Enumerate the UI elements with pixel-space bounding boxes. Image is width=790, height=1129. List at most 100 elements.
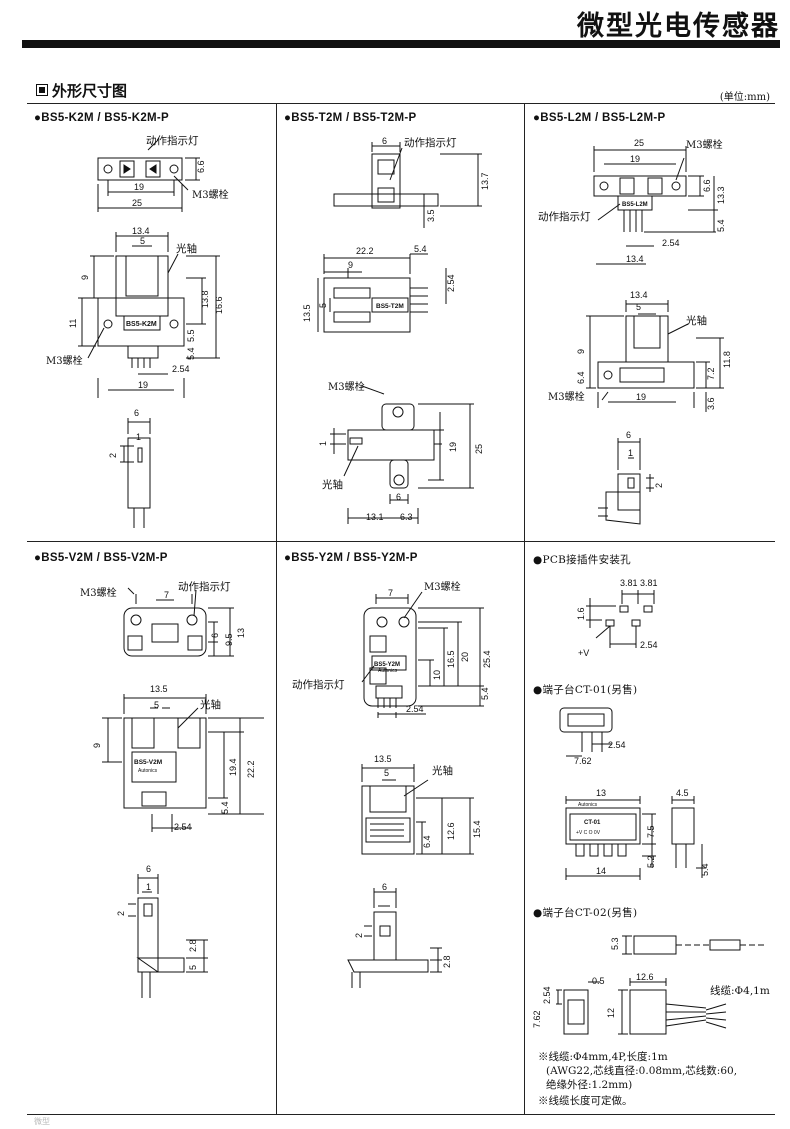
v2m-title: ●BS5-V2M / BS5-V2M-P	[34, 552, 168, 564]
cable-note-2: (AWG22,芯线直径:0.08mm,芯线数:60,	[546, 1065, 738, 1077]
v2m-dim: 5	[154, 700, 159, 710]
k2m-dim: 5.4	[186, 347, 196, 360]
v2m-dim: 19.4	[228, 758, 238, 776]
section-heading: 外形尺寸图	[36, 80, 127, 101]
y2m-dim: 15.4	[472, 820, 482, 838]
pcb-drawing: 3.81 3.81 1.6 2.54 +V	[576, 578, 658, 658]
t2m-dim: 5	[318, 303, 328, 308]
v2m-model-label: BS5-V2M	[134, 759, 162, 766]
ct01-dim: 7.62	[574, 756, 592, 766]
pcb-dim: 3.81	[620, 578, 638, 588]
v2m-drawing	[102, 587, 264, 998]
y2m-dim: 5	[384, 768, 389, 778]
t2m-axis-label: 光轴	[322, 478, 343, 491]
y2m-model-label: BS5-Y2M	[374, 662, 400, 668]
v2m-axis-label: 光轴	[200, 698, 221, 711]
t2m-dim: 13.5	[302, 304, 312, 322]
v2m-brand-label: Autonics	[138, 768, 158, 774]
k2m-m3-label: M3螺栓	[192, 188, 229, 201]
ct02-dim: 0.5	[592, 976, 605, 986]
v2m-dim: 9.5	[224, 633, 234, 646]
k2m-dim: 11	[68, 319, 78, 328]
section-title: 外形尺寸图	[52, 82, 128, 100]
y2m-dim: 2.8	[442, 955, 452, 968]
ct01-dim: 5.2	[646, 855, 656, 868]
y2m-drawing	[347, 591, 484, 988]
l2m-dim: 6.4	[576, 371, 586, 384]
t2m-title: ●BS5-T2M / BS5-T2M-P	[284, 112, 417, 124]
t2m-m3-label: M3螺栓	[328, 380, 365, 393]
l2m-title: ●BS5-L2M / BS5-L2M-P	[533, 112, 666, 124]
t2m-dim: 22.2	[356, 246, 374, 256]
t2m-dim: 5.4	[414, 244, 427, 254]
pcb-dim: 3.81	[640, 578, 658, 588]
t2m-dim: 9	[348, 260, 353, 270]
y2m-axis-label: 光轴	[432, 764, 453, 777]
header-rule	[22, 40, 780, 48]
k2m-title: ●BS5-K2M / BS5-K2M-P	[34, 112, 169, 124]
l2m-dim: 13.4	[626, 254, 644, 264]
grid-bottom-line	[27, 1114, 775, 1115]
l2m-dim: 19	[630, 154, 640, 164]
k2m-dim: 5	[140, 236, 145, 246]
ct02-title: ●端子台CT-02(另售)	[533, 907, 638, 919]
footer-mark: 微型	[34, 1117, 50, 1126]
cable-note-4: ※线缆长度可定做。	[538, 1095, 633, 1107]
square-bullet-icon	[36, 84, 48, 96]
cable-note-3: 绝缘外径:1.2mm)	[546, 1079, 633, 1091]
y2m-dim: 6.4	[422, 835, 432, 848]
l2m-dim: 2.54	[662, 238, 680, 248]
y2m-dim: 25.4	[482, 650, 492, 668]
l2m-dim: 6	[626, 430, 631, 440]
l2m-dim: 6.6	[702, 179, 712, 192]
t2m-dim: 6.3	[400, 512, 413, 522]
y2m-dim: 2.54	[406, 704, 424, 714]
k2m-dim: 6.6	[196, 160, 206, 173]
pcb-plusv-label: +V	[578, 648, 589, 658]
k2m-axis-label: 光轴	[176, 242, 197, 255]
v2m-dim: 2.8	[188, 939, 198, 952]
page-title: 微型光电传感器	[577, 11, 780, 42]
y2m-dim: 12.6	[446, 822, 456, 840]
l2m-dim: 9	[576, 349, 586, 354]
ct01-dim: 14	[596, 866, 606, 876]
t2m-dim: 6	[382, 136, 387, 146]
grid-mid-line	[27, 541, 775, 542]
ct02-dim: 5.3	[610, 937, 620, 950]
y2m-dim: 20	[460, 652, 470, 662]
l2m-dim: 7.2	[706, 367, 716, 380]
t2m-drawing	[317, 142, 482, 524]
k2m-dim: 5.5	[186, 329, 196, 342]
ct02-dim: 7.62	[532, 1010, 542, 1028]
v2m-dim: 5	[188, 965, 198, 970]
grid-top-line	[27, 103, 775, 104]
v2m-dim: 2.54	[174, 822, 192, 832]
l2m-model-label: BS5-L2M	[622, 202, 648, 208]
pcb-dim: 2.54	[640, 640, 658, 650]
t2m-dim: 19	[448, 442, 458, 452]
y2m-dim: 13.5	[374, 754, 392, 764]
l2m-drawing	[586, 146, 724, 525]
ct01-brand-label: Autonics	[578, 802, 598, 808]
v2m-dim: 6	[210, 633, 220, 638]
ct02-cable-label: 线缆:Φ4,1m	[710, 984, 770, 997]
k2m-dim: 2	[108, 453, 118, 458]
t2m-dim: 13.1	[366, 512, 384, 522]
t2m-model-label: BS5-T2M	[376, 303, 404, 310]
k2m-model-label: BS5-K2M	[126, 321, 157, 328]
ct01-pin-label: +V C O 0V	[576, 830, 601, 836]
y2m-dim: 7	[388, 588, 393, 598]
k2m-indicator-label: 动作指示灯	[146, 134, 199, 147]
y2m-dim: 2	[354, 933, 364, 938]
ct01-dim: 5.4	[700, 863, 710, 876]
v2m-dim: 22.2	[246, 760, 256, 778]
t2m-dim: 13.7	[480, 172, 490, 190]
l2m-axis-label: 光轴	[686, 314, 707, 327]
v2m-dim: 13.5	[150, 684, 168, 694]
k2m-dim: 2.54	[172, 364, 190, 374]
t2m-dim: 2.54	[446, 274, 456, 292]
ct02-dim: 2.54	[542, 986, 552, 1004]
grid-vline-2	[524, 103, 525, 1115]
l2m-dim: 3.6	[706, 397, 716, 410]
l2m-indicator-label: 动作指示灯	[538, 210, 591, 223]
